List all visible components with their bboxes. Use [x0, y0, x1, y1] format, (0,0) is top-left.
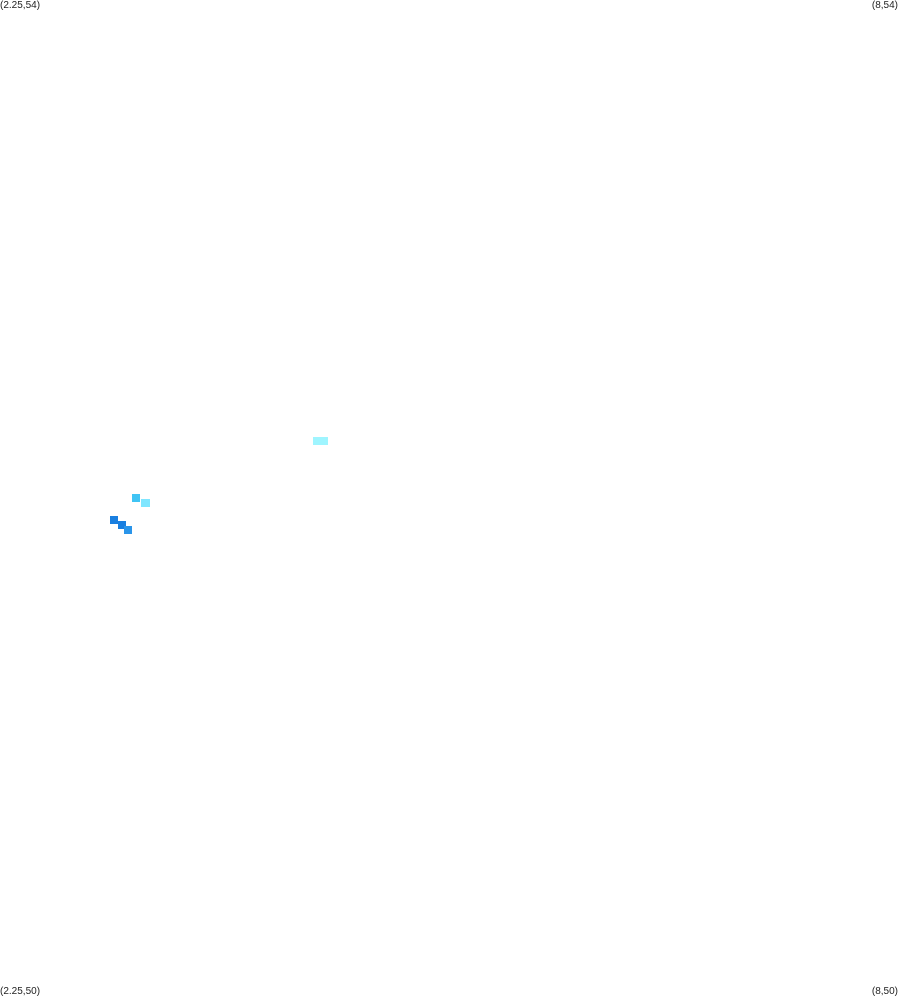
corner-label-bottom-left: (2.25,50)	[0, 986, 41, 997]
data-cell	[109, 516, 119, 525]
data-cell	[141, 499, 150, 507]
corner-label-top-right: (8,54)	[871, 0, 898, 11]
corner-label-top-left: (2.25,54)	[0, 0, 41, 11]
data-cell	[123, 526, 133, 535]
data-cell	[117, 521, 127, 530]
data-cell	[131, 494, 141, 502]
data-cell	[313, 436, 322, 445]
data-cell	[319, 436, 328, 445]
corner-label-bottom-right: (8,50)	[871, 986, 898, 997]
